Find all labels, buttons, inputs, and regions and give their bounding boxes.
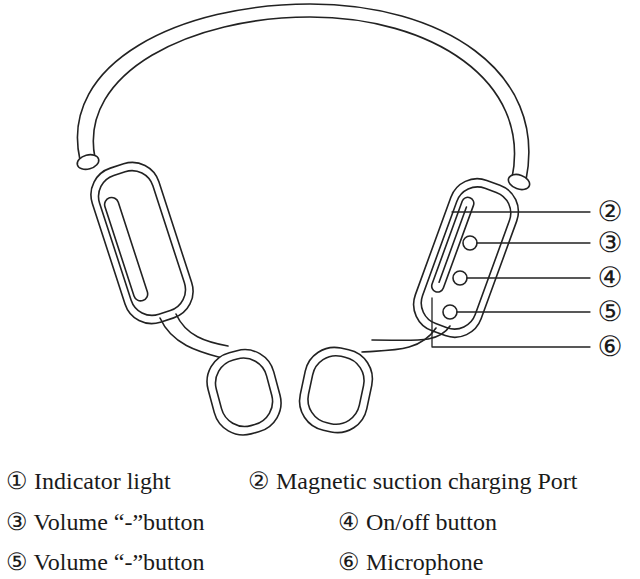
stem [160,318,222,358]
legend-entry: ⑤ Volume “-”button [6,548,204,577]
power-button [453,271,467,285]
leader-line [432,298,590,347]
leader-line [467,277,590,278]
stem [176,314,228,346]
legend-entry: ③ Volume “-”button [6,508,204,537]
callout-number: ⑥ [597,330,622,364]
headband [77,4,528,180]
legend-entry: ④ On/off button [338,508,497,537]
left-transducer [200,343,287,442]
left-pod [84,155,201,331]
callout-number: ③ [597,226,622,260]
collar [506,172,531,193]
right-pod [406,171,527,345]
right-transducer [294,342,378,438]
callout-number: ④ [597,261,622,295]
volume-button [443,305,457,319]
stem [372,326,450,340]
leader-line [457,311,590,312]
leader-line [452,211,590,212]
legend-entry: ⑥ Microphone [338,548,483,577]
volume-button [463,236,477,250]
callout-number: ② [597,195,622,229]
legend-entry: ② Magnetic suction charging Port [248,467,578,496]
callout-number: ⑤ [597,295,622,329]
leader-line [477,242,590,243]
legend-entry: ① Indicator light [6,467,171,496]
headband [93,17,514,178]
leader-lines [432,212,590,347]
collar [76,152,101,171]
